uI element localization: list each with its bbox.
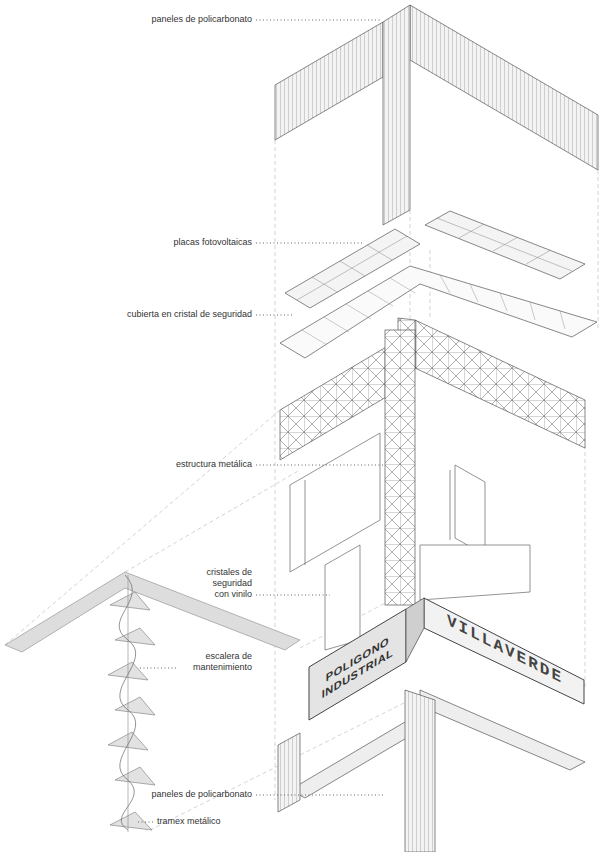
- part-label: escalera de mantenimiento: [182, 651, 252, 673]
- part-label: placas fotovoltaicas: [82, 237, 252, 248]
- part-label: cristales de seguridad con vinilo: [196, 567, 252, 600]
- part-label: cubierta en cristal de seguridad: [62, 309, 252, 320]
- part-label: tramex metálico: [157, 816, 267, 827]
- part-label: estructura metálica: [82, 459, 252, 470]
- sign-text: VILLAVERDE: [430, 602, 580, 698]
- part-label: paneles de policarbonato: [82, 789, 252, 800]
- part-label: paneles de policarbonato: [82, 14, 252, 25]
